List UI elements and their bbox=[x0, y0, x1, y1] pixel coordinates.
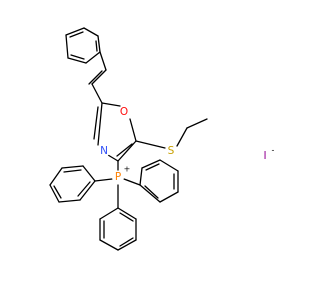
oxygen-atom: O bbox=[118, 106, 130, 118]
phosphorus-charge: + bbox=[124, 165, 131, 174]
structure-canvas: O N S P + I - bbox=[49, 27, 275, 251]
styryl-phenyl-ring bbox=[65, 27, 101, 64]
p-left-phenyl-bond bbox=[94, 178, 113, 182]
bonds bbox=[49, 27, 208, 251]
nitrogen-atom: N bbox=[98, 145, 110, 157]
ethylthio-group bbox=[135, 118, 208, 149]
iodide-charge: - bbox=[272, 146, 275, 155]
sulfur-label: S bbox=[168, 145, 175, 157]
iodide-ion: I - bbox=[263, 146, 274, 163]
phosphorus-label: P bbox=[115, 171, 121, 183]
oxygen-label: O bbox=[120, 106, 128, 118]
oxazole-ring bbox=[93, 102, 137, 162]
sulfur-atom: S bbox=[165, 145, 177, 157]
p-right-phenyl-bond bbox=[123, 178, 141, 186]
molecule-drawing: O N S P + I - bbox=[49, 27, 275, 251]
left-phenyl-ring bbox=[49, 165, 96, 203]
bottom-phenyl-ring bbox=[99, 207, 137, 251]
iodide-label: I bbox=[263, 150, 266, 162]
vinyl-linker bbox=[88, 51, 107, 104]
atom-labels: O N S P + I - bbox=[98, 106, 275, 183]
right-phenyl-ring bbox=[139, 159, 179, 203]
phosphonium-atom: P + bbox=[112, 165, 131, 183]
nitrogen-label: N bbox=[100, 145, 108, 157]
